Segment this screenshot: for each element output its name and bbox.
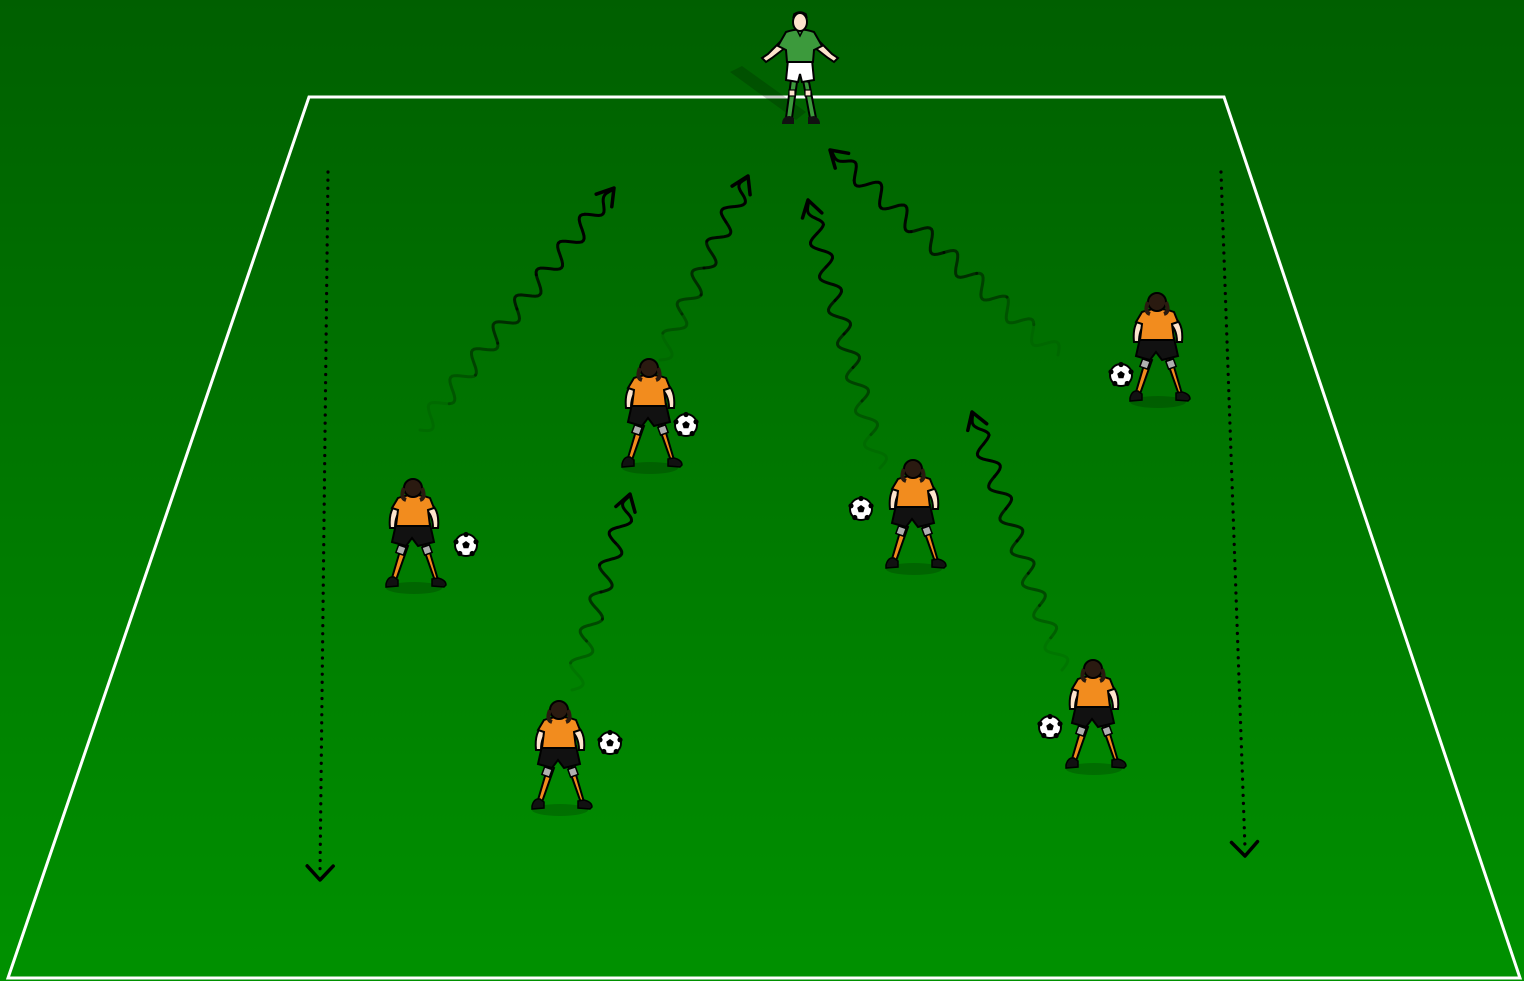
grass-background [0, 0, 1524, 981]
drill-diagram [0, 0, 1524, 981]
